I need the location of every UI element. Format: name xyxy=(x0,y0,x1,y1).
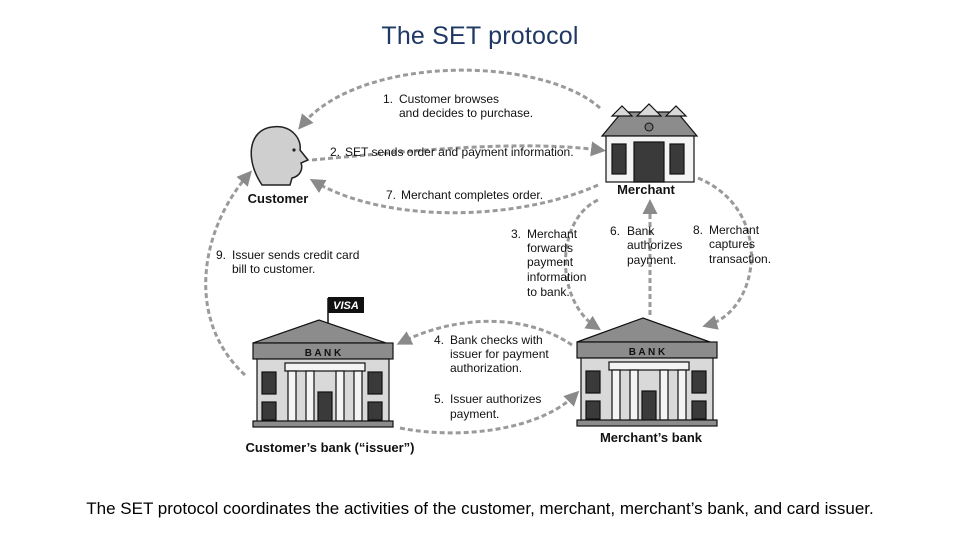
step-7-label: 7. Merchant completes order. xyxy=(386,188,543,202)
step-6-line-3: payment. xyxy=(627,253,676,267)
merchant-label: Merchant xyxy=(617,182,675,197)
visa-flag-label: VISA xyxy=(333,300,359,312)
step-4-line-2: issuer for payment xyxy=(450,347,549,361)
step-3-line-5: to bank. xyxy=(527,285,570,299)
step-3-label: 3. Merchant forwards payment information… xyxy=(511,227,586,299)
slide-caption: The SET protocol coordinates the activit… xyxy=(86,499,874,518)
step-8-line-2: captures xyxy=(709,237,755,251)
step-2-number: 2. xyxy=(330,145,340,159)
step-2-label: 2. SET sends order and payment informati… xyxy=(330,145,574,159)
flow-arrow-8 xyxy=(697,176,753,330)
step-5-label: 5. Issuer authorizes payment. xyxy=(434,392,541,421)
step-1-label: 1. Customer browses and decides to purch… xyxy=(383,92,533,120)
step-2-line-1: SET sends order and payment information. xyxy=(345,145,574,159)
step-9-number: 9. xyxy=(216,248,226,262)
merchant-bank-label: Merchant’s bank xyxy=(600,430,703,445)
merchant-bank-icon xyxy=(576,317,718,427)
step-3-number: 3. xyxy=(511,227,521,241)
step-9-line-1: Issuer sends credit card xyxy=(232,248,359,262)
flow-arrow-9 xyxy=(204,170,252,377)
step-1-line-1: Customer browses xyxy=(399,92,499,106)
step-8-label: 8. Merchant captures transaction. xyxy=(693,223,771,266)
customer-bank-label: Customer’s bank (“issuer”) xyxy=(245,440,414,455)
step-3-line-4: information xyxy=(527,270,586,284)
step-5-line-1: Issuer authorizes xyxy=(450,392,541,406)
customer-bank-icon xyxy=(252,297,394,428)
step-6-number: 6. xyxy=(610,224,620,238)
step-1-number: 1. xyxy=(383,92,393,106)
customer-label: Customer xyxy=(248,191,309,206)
step-7-number: 7. xyxy=(386,188,396,202)
step-1-line-2: and decides to purchase. xyxy=(399,106,533,120)
merchant-bank-sign: B A N K xyxy=(629,347,666,358)
step-3-line-1: Merchant xyxy=(527,227,578,241)
step-4-number: 4. xyxy=(434,333,444,347)
step-4-line-1: Bank checks with xyxy=(450,333,543,347)
step-7-line-1: Merchant completes order. xyxy=(401,188,543,202)
step-4-label: 4. Bank checks with issuer for payment a… xyxy=(434,333,549,375)
customer-head-icon xyxy=(250,125,310,186)
step-9-label: 9. Issuer sends credit card bill to cust… xyxy=(216,248,359,276)
step-4-line-3: authorization. xyxy=(450,361,522,375)
slide-title: The SET protocol xyxy=(381,22,579,50)
step-3-line-3: payment xyxy=(527,255,574,269)
flow-arrow-3 xyxy=(564,198,602,331)
flow-arrow-5 xyxy=(399,390,580,435)
flow-arrow-4 xyxy=(396,319,573,347)
step-6-line-1: Bank xyxy=(627,224,655,238)
step-6-label: 6. Bank authorizes payment. xyxy=(610,224,682,267)
flow-arrow-7 xyxy=(309,179,599,215)
step-8-number: 8. xyxy=(693,223,703,237)
merchant-store-icon xyxy=(600,103,699,183)
step-9-line-2: bill to customer. xyxy=(232,262,315,276)
flow-arrow-1 xyxy=(298,68,601,130)
step-6-line-2: authorizes xyxy=(627,238,682,252)
step-5-line-2: payment. xyxy=(450,407,499,421)
flow-arrow-2 xyxy=(311,141,606,162)
step-8-line-1: Merchant xyxy=(709,223,760,237)
step-5-number: 5. xyxy=(434,392,444,406)
step-3-line-2: forwards xyxy=(527,241,573,255)
customer-bank-sign: B A N K xyxy=(305,348,342,359)
step-8-line-3: transaction. xyxy=(709,252,771,266)
